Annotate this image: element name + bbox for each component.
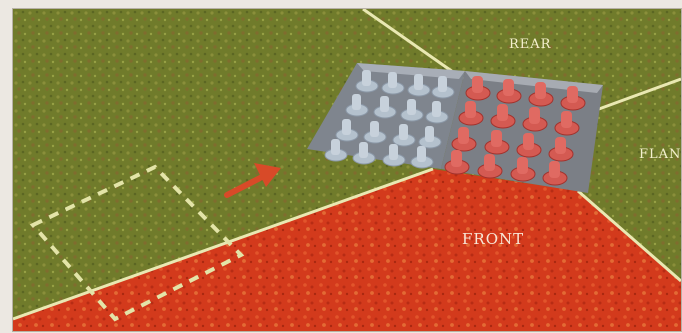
board-svg: REAR FLAN FRONT bbox=[13, 9, 681, 331]
front-zone-label: FRONT bbox=[462, 230, 524, 248]
battle-board[interactable]: REAR FLAN FRONT bbox=[12, 8, 682, 332]
flank-zone-label: FLAN bbox=[639, 147, 681, 162]
rear-zone-label: REAR bbox=[509, 37, 552, 52]
